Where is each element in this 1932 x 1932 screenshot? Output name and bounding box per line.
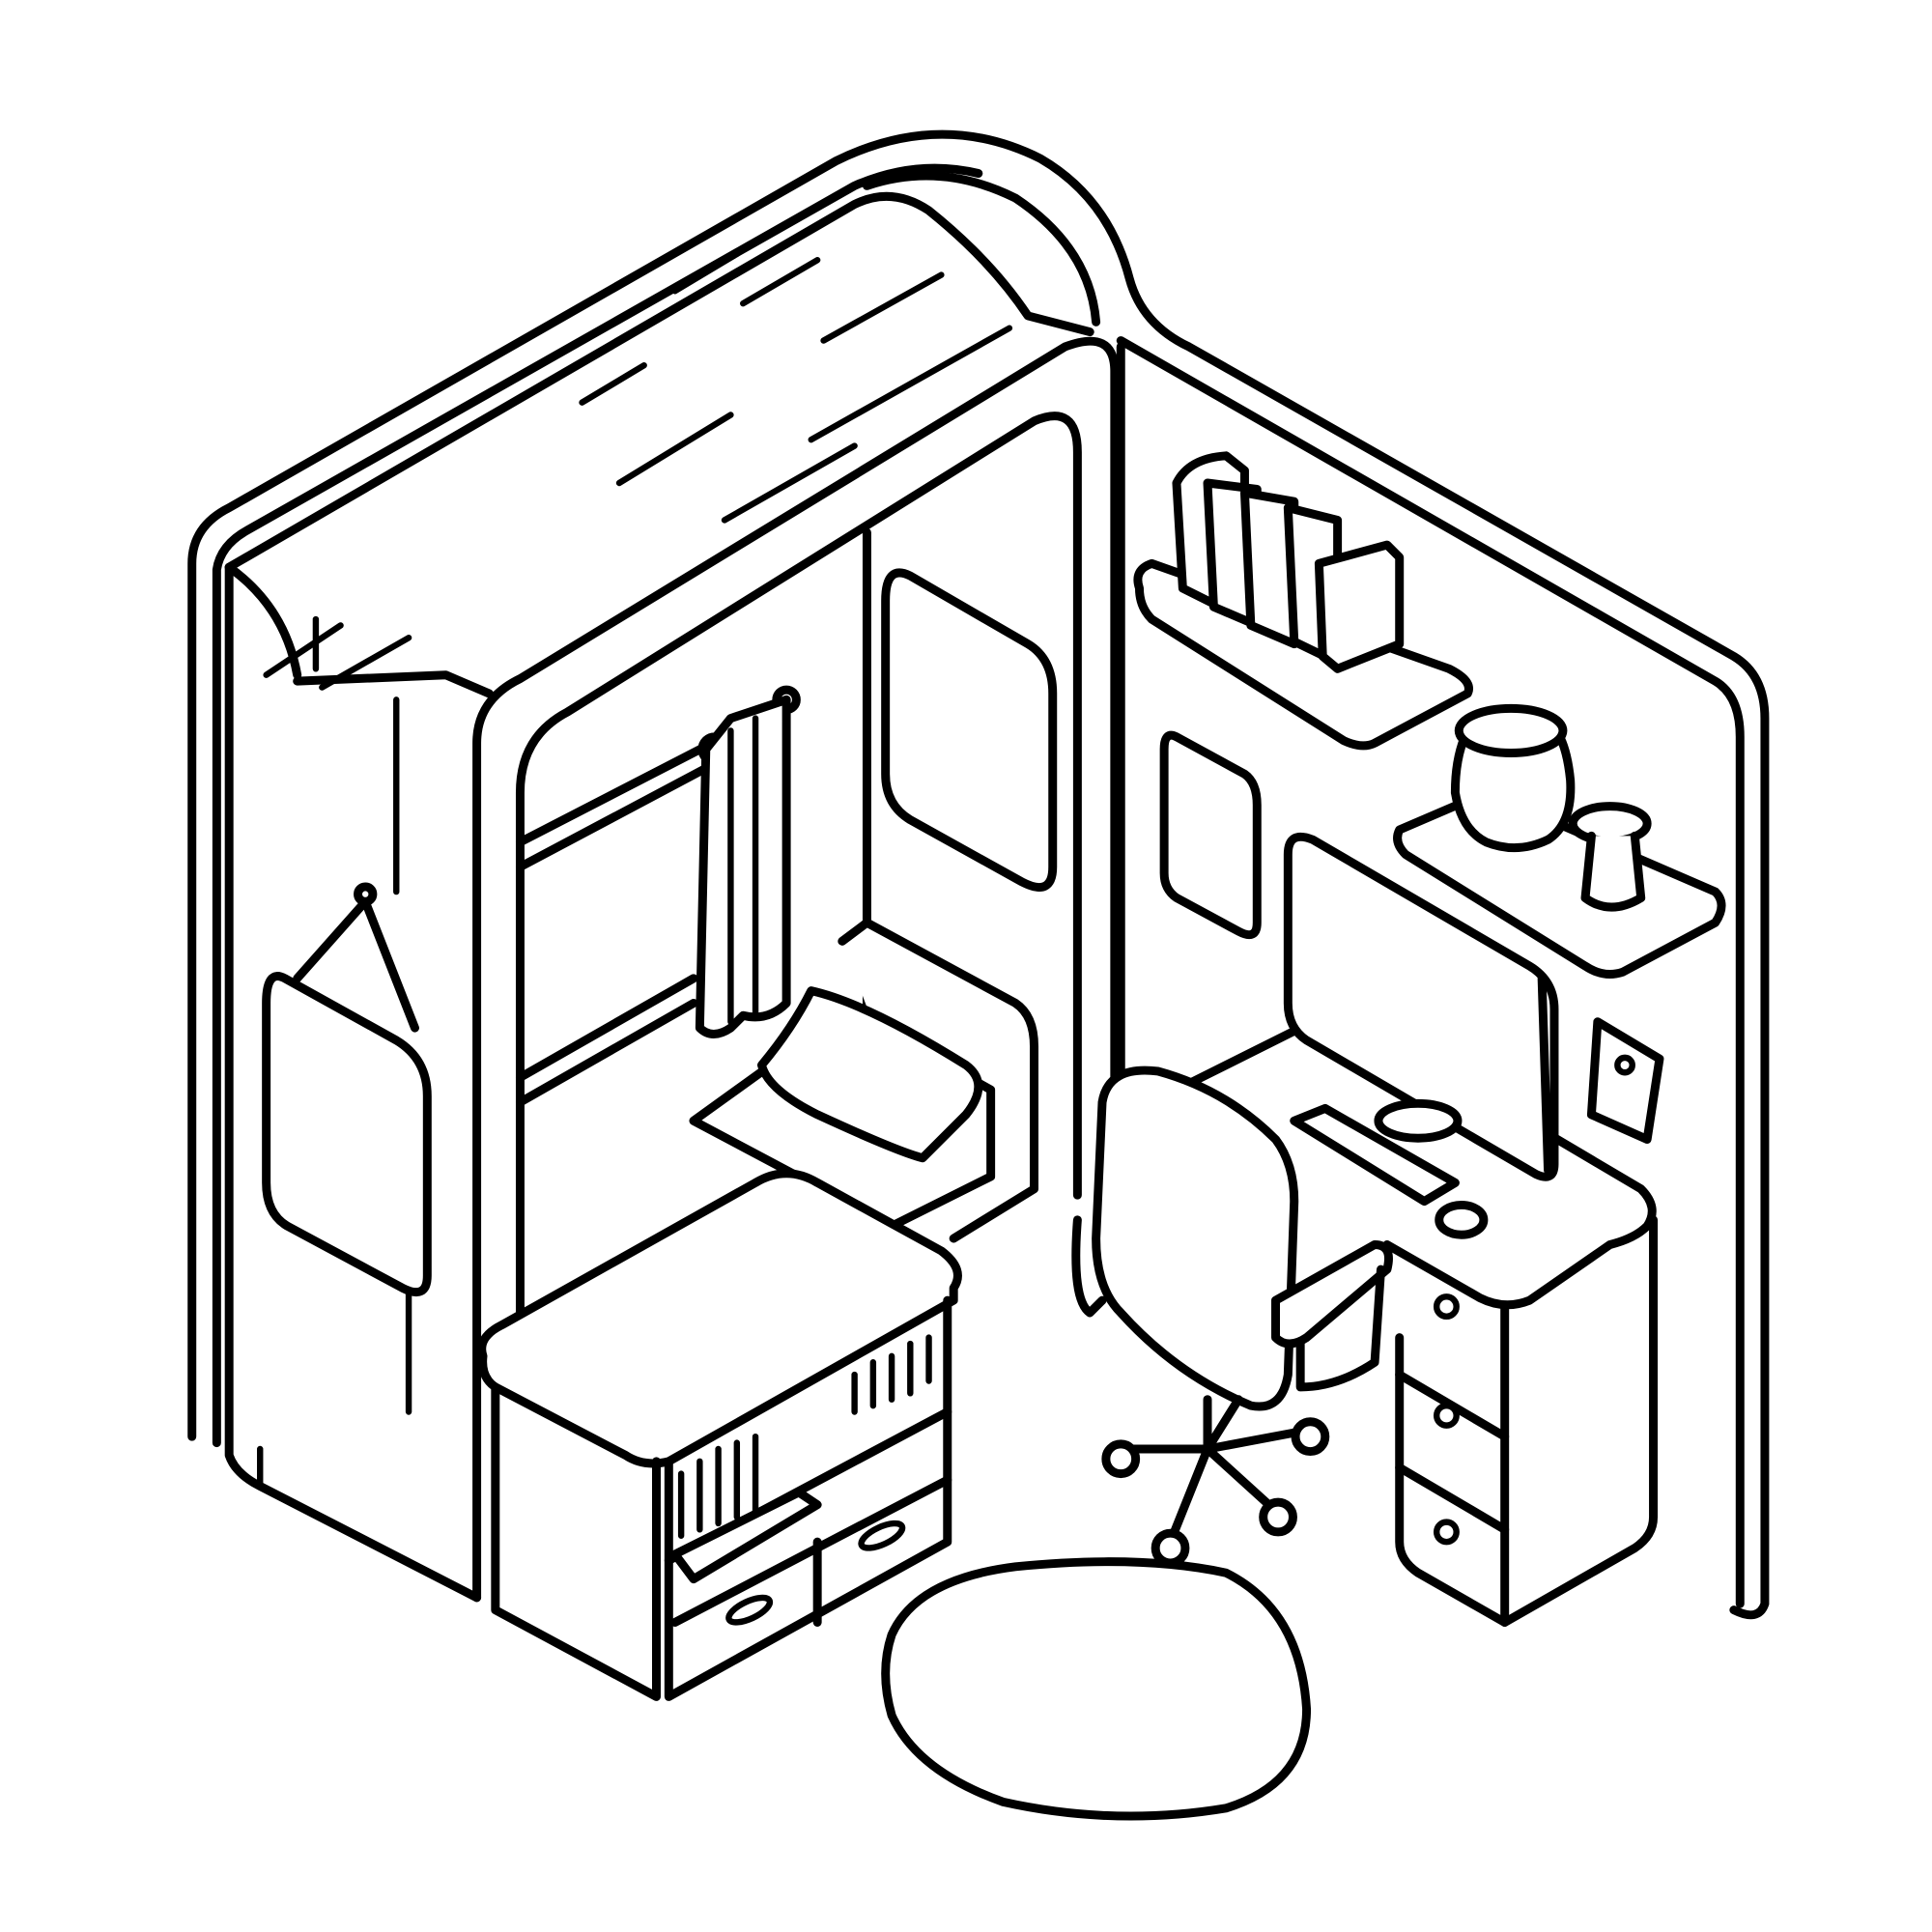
monitor [1283, 832, 1559, 1239]
small-frame [1159, 730, 1262, 940]
mouse [1435, 1200, 1489, 1239]
office-chair [1071, 1065, 1393, 1568]
desk [1184, 1005, 1659, 1627]
book-shelf [1133, 451, 1473, 751]
loft-bed-structure [224, 191, 1120, 1603]
keyboard [1290, 1103, 1460, 1207]
hanging-frame [262, 882, 432, 1297]
cabinet [477, 1169, 962, 1701]
sticky-note [1586, 1017, 1664, 1144]
wall-mirror [881, 568, 1058, 892]
outer-wall [187, 129, 1770, 1620]
window [515, 685, 801, 1107]
decor-shelf [1393, 703, 1726, 979]
pillow [756, 986, 983, 1163]
rug [881, 1557, 1312, 1821]
